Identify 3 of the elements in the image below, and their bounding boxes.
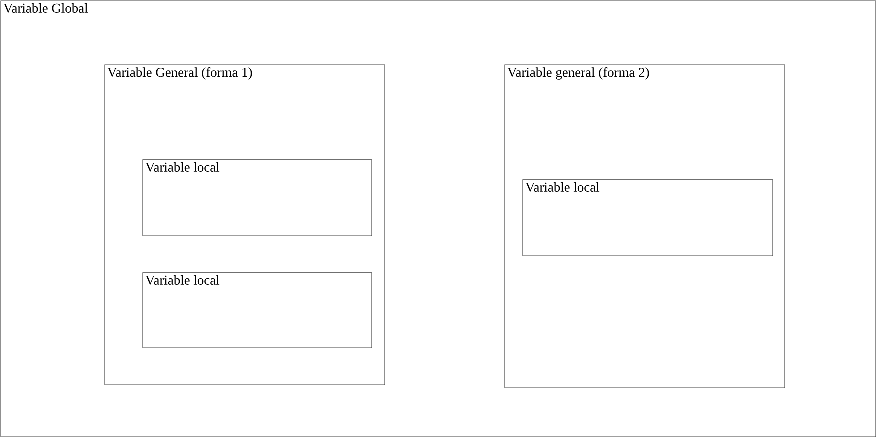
local-box: Variable local <box>142 272 372 348</box>
local-box: Variable local <box>522 180 774 256</box>
local-box: Variable local <box>142 160 372 236</box>
